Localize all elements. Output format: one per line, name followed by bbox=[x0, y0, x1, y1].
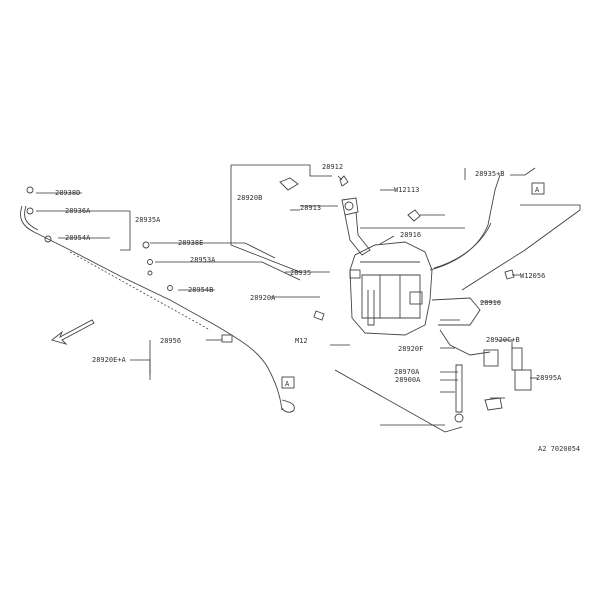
front-arrow-icon bbox=[51, 319, 95, 345]
bolt-w12056-icon bbox=[504, 269, 515, 280]
part-labels: 28938D 28936A 28935A 28954A 28938E 28953… bbox=[55, 163, 580, 453]
label-m12: M12 bbox=[295, 337, 308, 345]
pump-assembly bbox=[431, 297, 532, 423]
bolt-w12113-icon bbox=[407, 209, 421, 222]
label-28935a: 28935A bbox=[135, 216, 161, 224]
label-28938d: 28938D bbox=[55, 189, 80, 197]
label-28935: 28935 bbox=[290, 269, 311, 277]
label-28953a: 28953A bbox=[190, 256, 216, 264]
callout-box-a-2: A bbox=[531, 182, 545, 195]
label-w12113: W12113 bbox=[394, 186, 419, 194]
washer-tank bbox=[349, 241, 433, 336]
label-28956: 28956 bbox=[160, 337, 181, 345]
label-28970a: 28970A bbox=[394, 368, 420, 376]
left-hose-assembly bbox=[20, 186, 295, 413]
upper-right-hose bbox=[429, 174, 501, 271]
label-28920b: 28920B bbox=[237, 194, 262, 202]
label-28920ea: 28920E+A bbox=[92, 356, 127, 364]
reference-frame bbox=[230, 164, 581, 433]
label-w12056: W12056 bbox=[520, 272, 545, 280]
callout-a-label: A bbox=[535, 186, 540, 194]
label-28900a: 28900A bbox=[395, 376, 421, 384]
label-28920c: 28920C+B bbox=[486, 336, 520, 344]
diagram-id: A2 7020054 bbox=[538, 445, 580, 453]
label-28935b: 28935+B bbox=[475, 170, 505, 178]
label-28954b: 28954B bbox=[188, 286, 213, 294]
label-28920a: 28920A bbox=[250, 294, 276, 302]
leader-lines bbox=[36, 167, 538, 426]
callout-box-a-1: A bbox=[281, 376, 295, 389]
label-28916: 28916 bbox=[400, 231, 421, 239]
filler-neck bbox=[339, 175, 371, 256]
bolt-m12-icon bbox=[313, 310, 325, 321]
label-28913: 28913 bbox=[300, 204, 321, 212]
label-28938e: 28938E bbox=[178, 239, 203, 247]
callout-a-label: A bbox=[285, 380, 290, 388]
label-28954a: 28954A bbox=[65, 234, 91, 242]
label-28912: 28912 bbox=[322, 163, 343, 171]
label-28910: 28910 bbox=[480, 299, 501, 307]
label-28920f: 28920F bbox=[398, 345, 423, 353]
cap-28920b-icon bbox=[279, 177, 299, 191]
label-28995a: 28995A bbox=[536, 374, 562, 382]
label-28936a: 28936A bbox=[65, 207, 91, 215]
